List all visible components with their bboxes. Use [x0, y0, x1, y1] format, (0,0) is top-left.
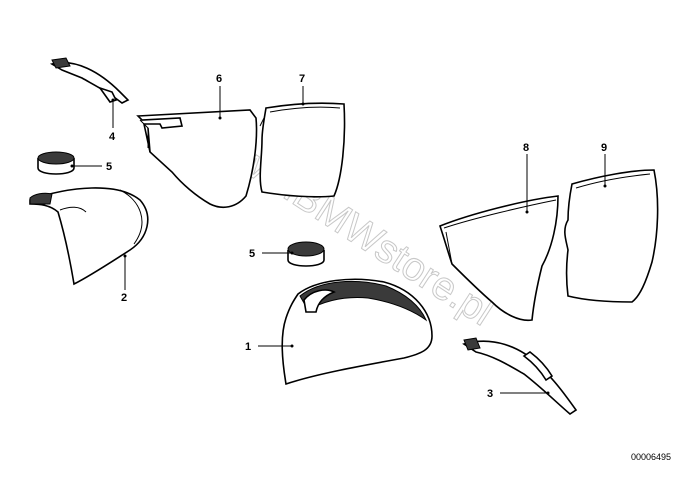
callout-5-left: 5 [106, 161, 112, 173]
callout-6: 6 [216, 73, 222, 85]
part-4-trim-strip[interactable] [49, 57, 130, 104]
part-6-side-panel[interactable] [136, 109, 258, 209]
callout-2: 2 [121, 292, 127, 304]
diagram-reference-number: 00006495 [631, 452, 671, 462]
callout-8: 8 [523, 142, 529, 154]
part-9-trim-panel-right[interactable] [564, 169, 659, 303]
callout-1: 1 [245, 341, 251, 353]
part-7-trim-panel[interactable] [259, 102, 346, 198]
callout-5-center: 5 [249, 248, 255, 260]
callout-9: 9 [601, 142, 607, 154]
part-1-wheel-arch-liner-main[interactable] [281, 278, 433, 386]
callout-7: 7 [299, 73, 305, 85]
leader-lines [70, 86, 607, 395]
callout-3: 3 [487, 388, 493, 400]
part-5-pad-left[interactable] [37, 151, 75, 175]
part-3-trim-strip[interactable] [462, 337, 578, 416]
part-2-wheel-arch-liner-left[interactable] [29, 187, 149, 286]
part-5-pad-center[interactable] [287, 241, 325, 267]
part-8-side-panel-right[interactable] [439, 195, 559, 322]
callout-4: 4 [109, 131, 116, 143]
